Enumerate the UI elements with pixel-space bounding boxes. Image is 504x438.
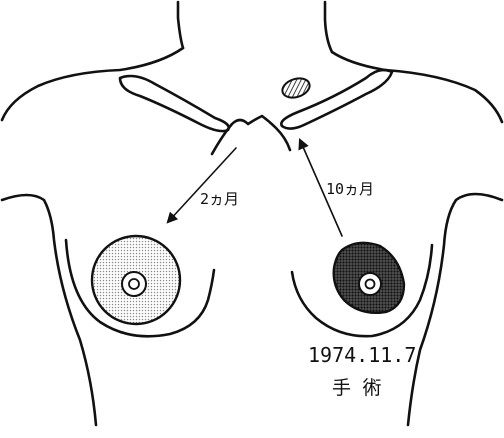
arrow-to-left-breast (168, 148, 236, 222)
nipple-left (129, 279, 139, 289)
torso-right-outline (408, 194, 502, 425)
shoulder-right-outline (332, 52, 502, 122)
nipple-right (366, 280, 375, 289)
neck-left-outline (178, 2, 183, 48)
label-surgery: 手 術 (332, 377, 381, 399)
label-ten-months: 10ヵ月 (326, 180, 374, 198)
clavicle-left (120, 76, 229, 131)
neck-right-outline (325, 2, 332, 52)
label-surgery-date: 1974.11.7 (308, 343, 416, 367)
hatched-nodule (280, 75, 312, 101)
torso-left-outline (2, 195, 96, 425)
label-two-months: 2ヵ月 (200, 190, 239, 208)
